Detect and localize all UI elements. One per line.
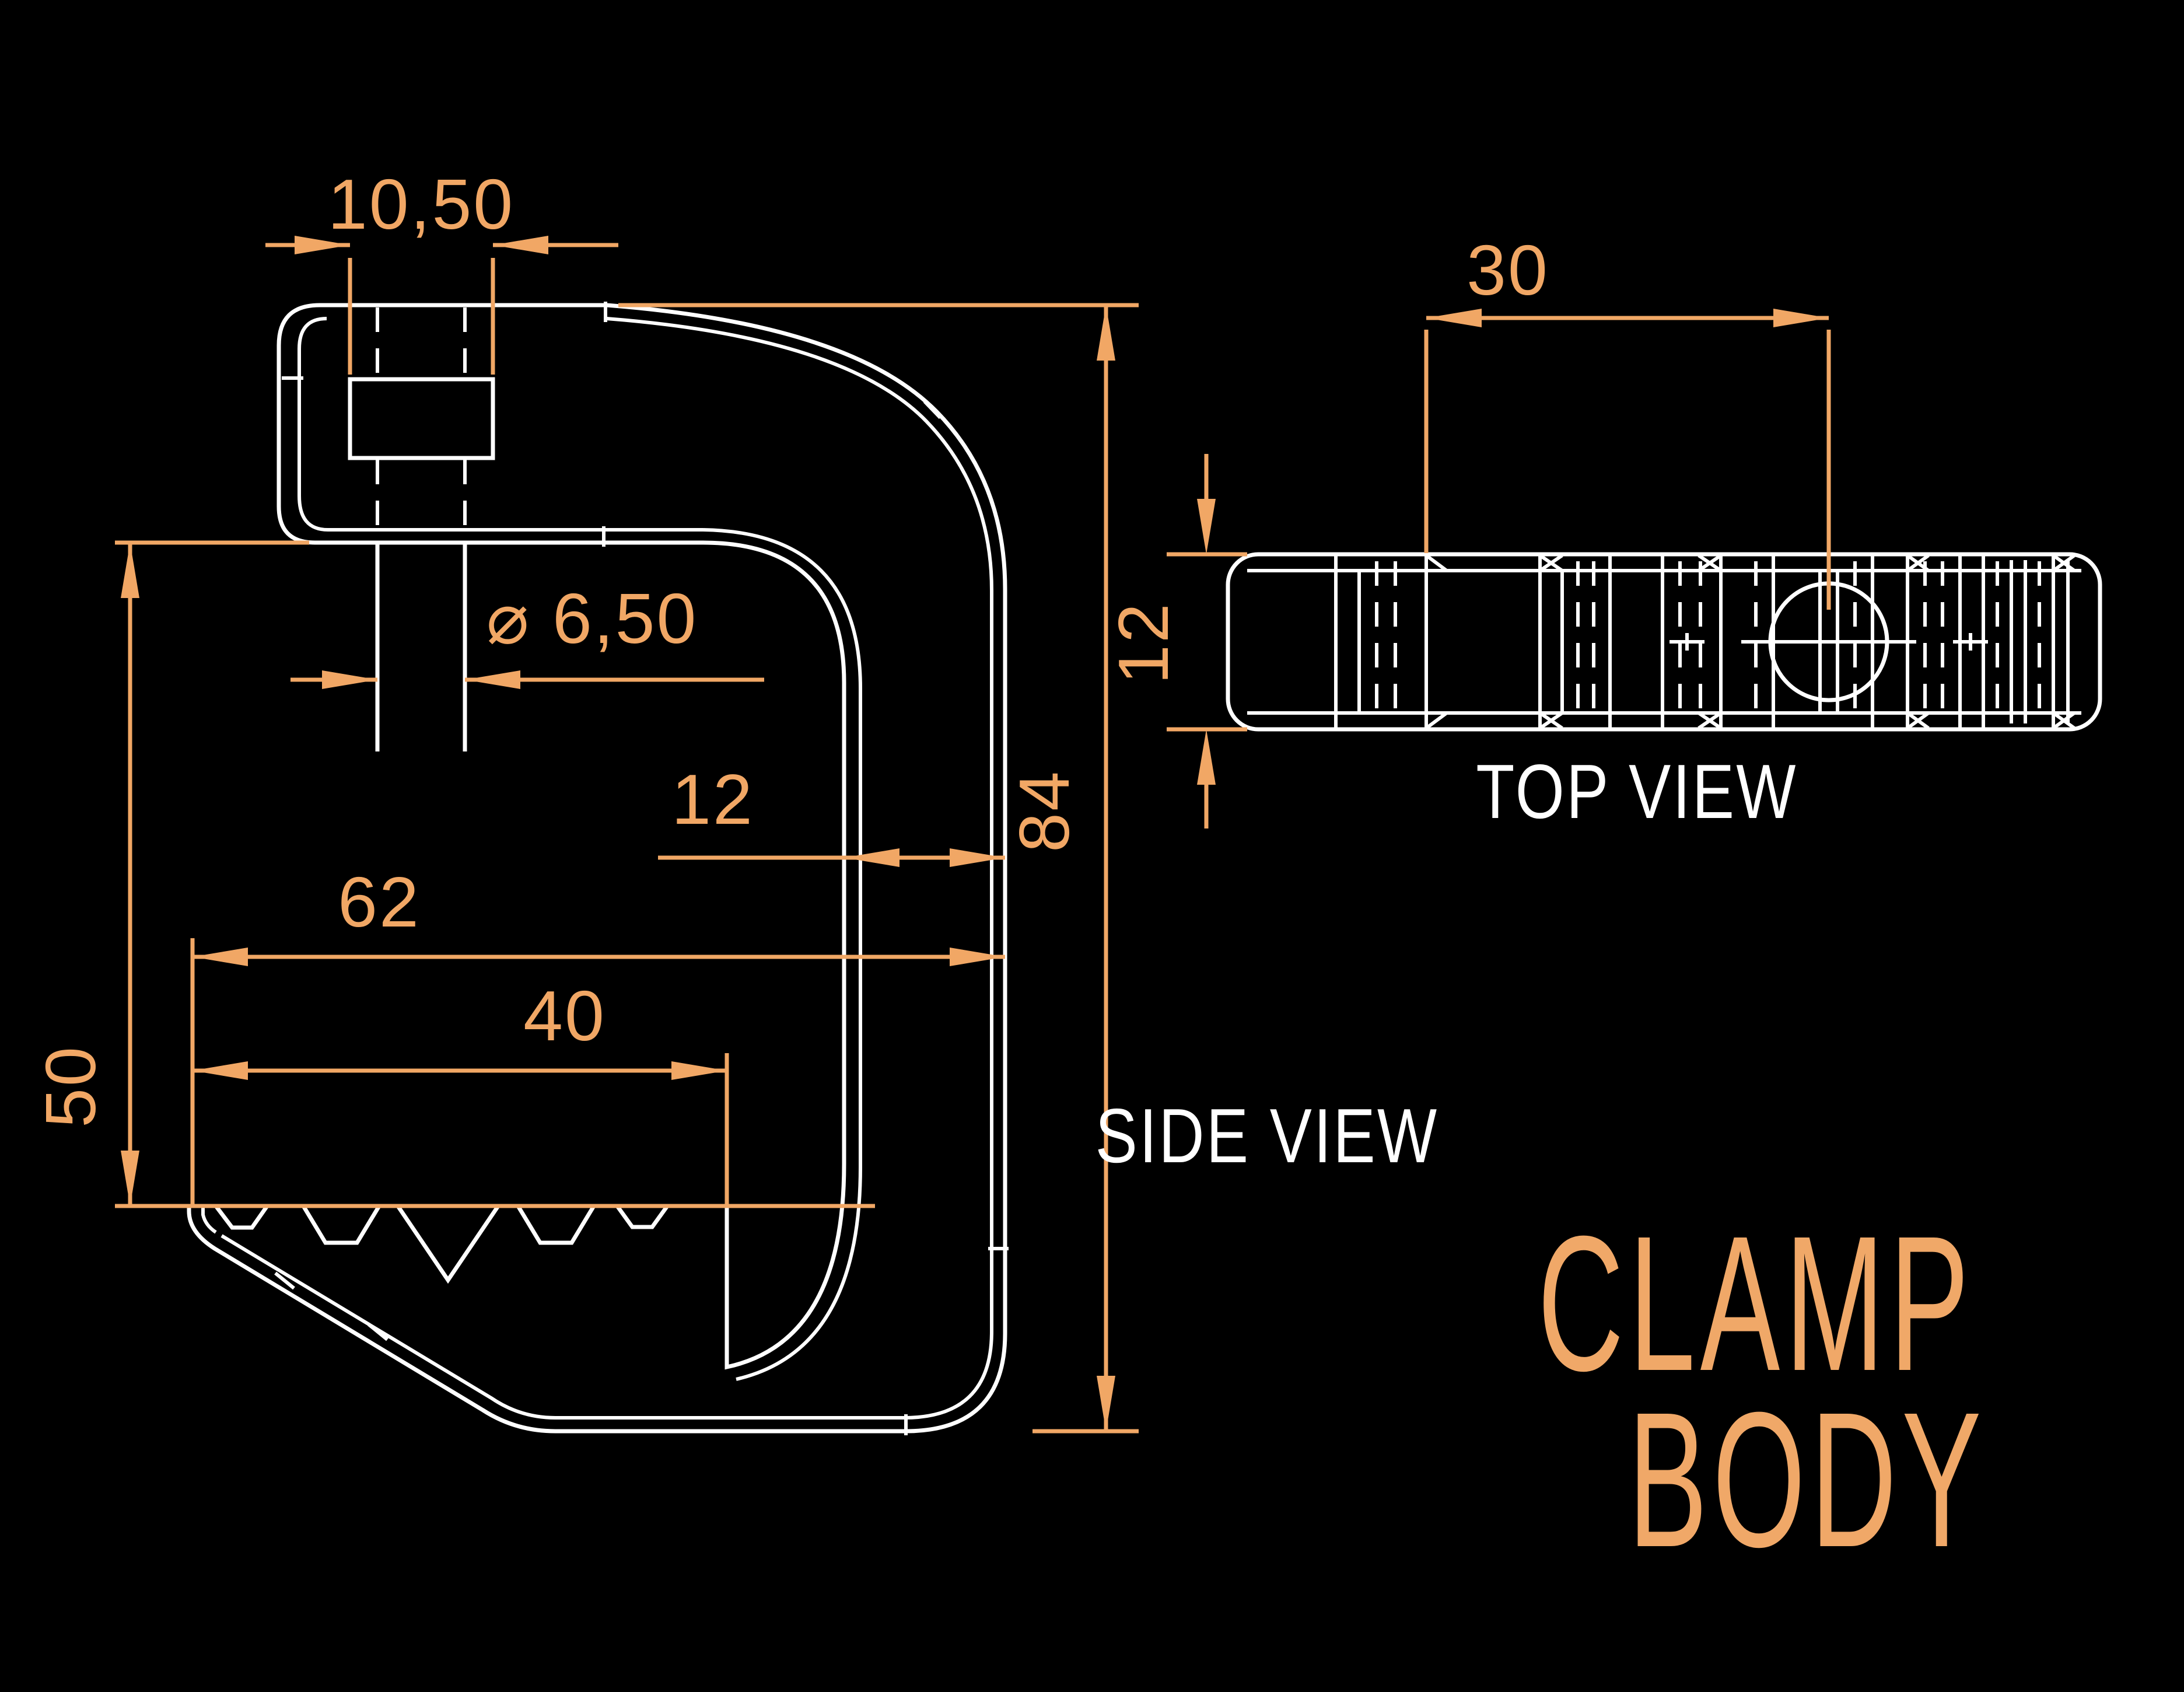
dim-text-hole-offset: 30 [1466, 230, 1549, 310]
dim-text-jaw-opening: 50 [31, 1045, 110, 1128]
view-labels: SIDE VIEW TOP VIEW [1096, 749, 1797, 1179]
dim-overall-height: 84 [618, 303, 1139, 1434]
side-view-joint-ticks [274, 302, 1009, 1435]
dim-top-slot-width: 10,50 [265, 165, 618, 375]
title-line-2: BODY [1628, 1372, 1987, 1588]
side-view-part [187, 302, 1009, 1435]
dim-text-throat-depth: 62 [338, 862, 421, 942]
dim-text-overall-height: 84 [1005, 770, 1084, 852]
dim-hole-offset: 30 [1424, 230, 1831, 610]
side-view-edge-offset-top-right [220, 317, 993, 1420]
dim-hole-diameter: ⌀ 6,50 [290, 579, 764, 689]
dim-pad-length: 40 [192, 976, 729, 1206]
screw-boss-block [348, 377, 495, 460]
screw-hole-hidden-lines [376, 307, 467, 540]
dim-wall-thickness: 12 [658, 760, 1005, 867]
dim-body-thickness: 12 [1104, 454, 1247, 828]
dim-jaw-opening: 50 [31, 540, 875, 1208]
side-view-edge-offset-left-arm [298, 317, 703, 532]
top-view-outer-contour [1226, 552, 2102, 732]
dim-text-slot-width: 10,50 [328, 165, 514, 244]
side-view-dimensions: 10,50 ⌀ 6,50 84 50 [31, 165, 1139, 1434]
side-view-label: SIDE VIEW [1096, 1093, 1439, 1179]
title-line-1: CLAMP [1538, 1196, 1974, 1411]
side-view-edge-offset-jaw-tip [201, 1206, 217, 1234]
drawing-title: CLAMP BODY [1538, 1196, 1987, 1588]
screw-shank-lines [375, 543, 467, 751]
side-view-outer-contour [187, 303, 1007, 1434]
dim-text-hole-diameter: ⌀ 6,50 [487, 579, 698, 658]
dim-text-pad-length: 40 [523, 976, 606, 1055]
top-view-hidden-edges [1375, 561, 2041, 722]
top-view-dimensions: 30 12 [1104, 230, 1831, 828]
dim-text-wall-thickness: 12 [671, 760, 754, 839]
top-view-label: TOP VIEW [1476, 749, 1797, 835]
top-view-solid-edges [1334, 555, 2070, 728]
top-view-part [1226, 552, 2102, 732]
side-view-edge-offset-inner-wall [702, 528, 862, 1381]
top-view-chamfer-diagonals [1425, 554, 2076, 730]
dim-text-body-thickness: 12 [1104, 602, 1183, 684]
dim-throat-depth: 62 [190, 862, 1005, 1206]
